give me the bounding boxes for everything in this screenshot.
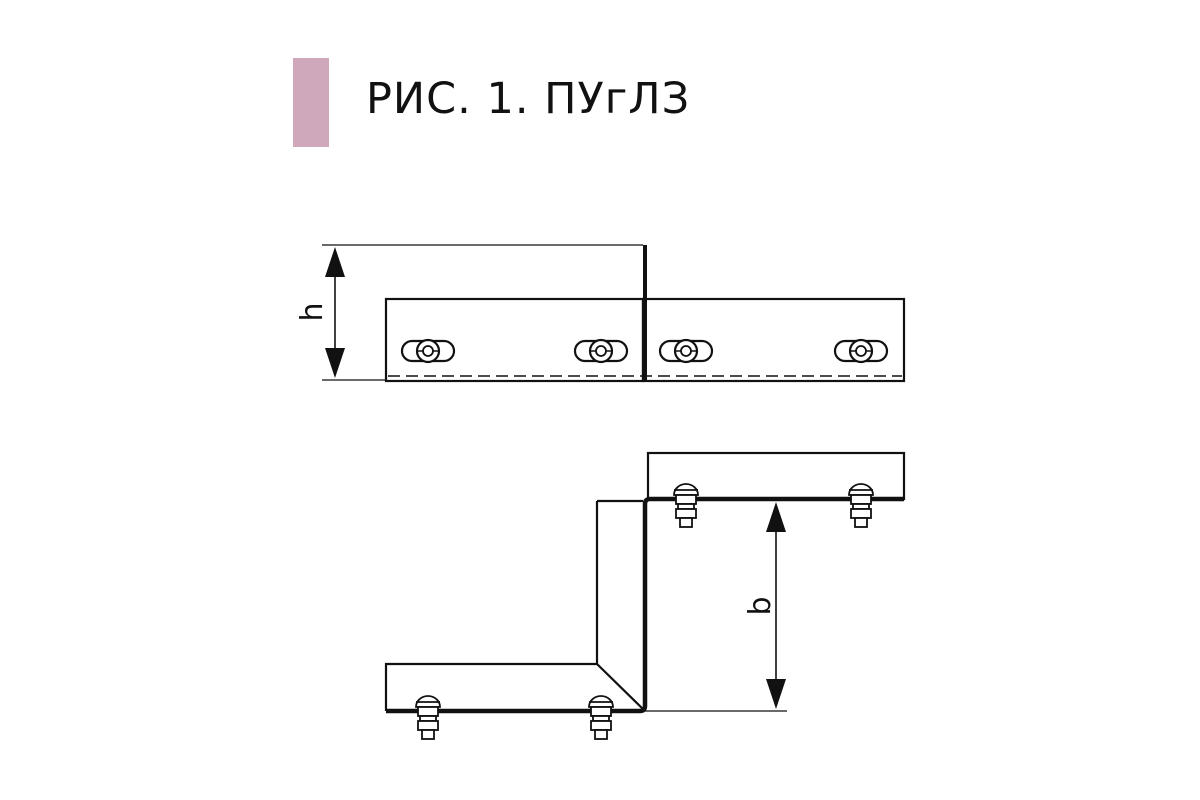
side-view: b (384, 451, 906, 740)
top-view: h (295, 244, 906, 383)
bolt (415, 695, 441, 740)
h-dimension (325, 247, 345, 378)
lower-flange (384, 662, 597, 711)
title-accent-bar (293, 58, 329, 147)
figure-title: РИС. 1. ПУгЛЗ (366, 74, 691, 124)
bolt (848, 483, 874, 528)
profile-line (386, 496, 904, 714)
h-label: h (295, 302, 330, 321)
slot-hole (833, 338, 889, 364)
bolt (673, 483, 699, 528)
slot-hole (400, 338, 456, 364)
bolt (588, 695, 614, 740)
b-dimension (766, 502, 786, 709)
slot-hole (573, 338, 629, 364)
corner-diagonal (596, 663, 646, 712)
b-label: b (743, 596, 778, 615)
slot-hole (658, 338, 714, 364)
